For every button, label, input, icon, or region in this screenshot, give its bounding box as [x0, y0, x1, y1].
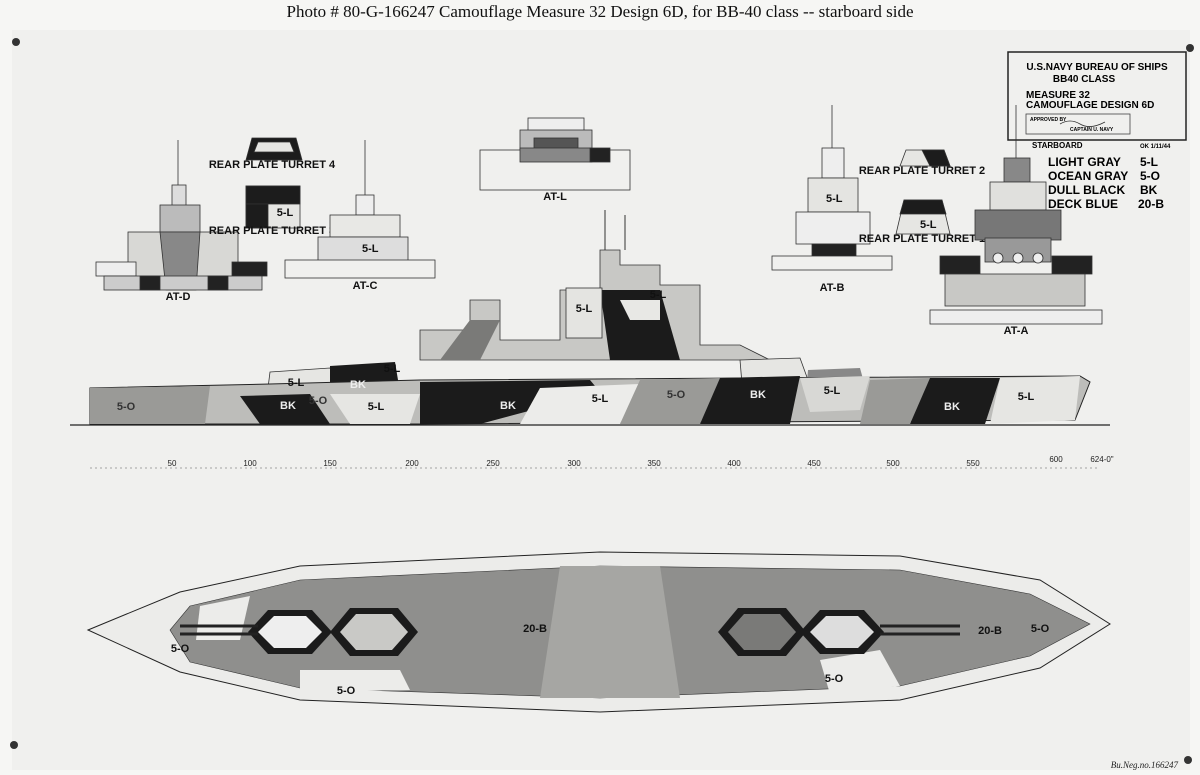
signer-label: CAPTAIN U. NAVY: [1070, 127, 1114, 133]
rear-plate-2-label: REAR PLATE TURRET 2: [859, 165, 985, 177]
plan-label-ocean-gray: 5-O: [825, 673, 844, 685]
scale-tick: 400: [727, 459, 741, 468]
date-label: OK 1/11/44: [1140, 144, 1171, 150]
view-at-a: AT-A: [929, 105, 1103, 337]
rear-plate-1-label: REAR PLATE TURRET 1: [859, 233, 985, 245]
ship-profile: BK BK BK BK BK 5-L 5-L 5-L 5-L 5-L 5-L 5…: [70, 210, 1110, 469]
legend-label-ocean-gray: OCEAN GRAY: [1048, 169, 1128, 183]
pin-icon: [1184, 756, 1192, 764]
scale-tick: 550: [966, 459, 980, 468]
title-line3: MEASURE 32: [1026, 90, 1090, 101]
side-label: STARBOARD: [1032, 141, 1083, 150]
ship-plan-view: 20-B 20-B 5-O 5-O 5-O 5-O: [86, 551, 1111, 713]
rear-plate-turrets-left: REAR PLATE TURRET 4 5-L REAR PLATE TURRE…: [209, 137, 336, 237]
view-at-d: AT-D: [95, 140, 268, 303]
profile-label-ocean-gray: 5-O: [117, 401, 136, 413]
scale-tick: 350: [647, 459, 661, 468]
scale-tick: 100: [243, 459, 257, 468]
rear-plate-turrets-right: REAR PLATE TURRET 2 5-L REAR PLATE TURRE…: [859, 149, 985, 245]
profile-label-light-gray: 5-L: [368, 401, 385, 413]
view-label-at-c: AT-C: [353, 280, 378, 292]
profile-label-ocean-gray: 5-O: [309, 395, 328, 407]
profile-label-bk: BK: [350, 379, 366, 391]
rear-plate-3-label: REAR PLATE TURRET 3: [209, 225, 335, 237]
profile-label-light-gray: 5-L: [288, 377, 305, 389]
svg-text:5-L: 5-L: [362, 243, 379, 255]
legend-code-light-gray: 5-L: [1140, 155, 1158, 169]
legend-label-dull-black: DULL BLACK: [1048, 183, 1125, 197]
scale-tick: 600: [1049, 455, 1063, 464]
view-at-b: 5-L AT-B: [771, 105, 893, 294]
length-scale: 50 100 150 200 250 300 350 400 450 500 5…: [168, 455, 1114, 468]
scale-tick: 250: [486, 459, 500, 468]
title-line1: U.S.NAVY BUREAU OF SHIPS: [1026, 62, 1168, 73]
scale-tick: 300: [567, 459, 581, 468]
profile-label-light-gray: 5-L: [576, 303, 593, 315]
scale-tick: 150: [323, 459, 337, 468]
scale-tick: 50: [168, 459, 177, 468]
legend-code-dull-black: BK: [1140, 183, 1158, 197]
scale-tick: 200: [405, 459, 419, 468]
profile-label-bk: BK: [280, 400, 296, 412]
approved-label: APPROVED BY: [1030, 117, 1067, 123]
title-line2: BB40 CLASS: [1053, 74, 1116, 85]
profile-label-light-gray: 5-L: [384, 363, 401, 375]
profile-label-bk: BK: [750, 389, 766, 401]
plan-label-deck-blue: 20-B: [523, 623, 547, 635]
scale-tick: 500: [886, 459, 900, 468]
pin-icon: [1186, 44, 1194, 52]
profile-label-bk: BK: [500, 400, 516, 412]
title-block: U.S.NAVY BUREAU OF SHIPS BB40 CLASS MEAS…: [1007, 51, 1187, 150]
scale-tick: 624-0": [1090, 455, 1113, 464]
legend-code-deck-blue: 20-B: [1138, 197, 1164, 211]
svg-text:5-L: 5-L: [920, 219, 937, 231]
view-label-at-a: AT-A: [1004, 325, 1029, 337]
profile-label-light-gray: 5-L: [650, 289, 667, 301]
plan-label-deck-blue: 20-B: [978, 625, 1002, 637]
rear-plate-4-label: REAR PLATE TURRET 4: [209, 159, 336, 171]
view-at-l: AT-L: [479, 117, 631, 203]
profile-label-bk: BK: [944, 401, 960, 413]
plan-label-ocean-gray: 5-O: [1031, 623, 1050, 635]
plan-label-ocean-gray: 5-O: [337, 685, 356, 697]
legend-label-light-gray: LIGHT GRAY: [1048, 155, 1121, 169]
legend-label-deck-blue: DECK BLUE: [1048, 197, 1118, 211]
plan-label-ocean-gray: 5-O: [171, 643, 190, 655]
legend-code-ocean-gray: 5-O: [1140, 169, 1160, 183]
profile-label-ocean-gray: 5-O: [667, 389, 686, 401]
profile-label-light-gray: 5-L: [592, 393, 609, 405]
view-at-c: 5-L AT-C: [284, 140, 436, 292]
scale-tick: 450: [807, 459, 821, 468]
svg-text:5-L: 5-L: [277, 207, 294, 219]
svg-text:5-L: 5-L: [826, 193, 843, 205]
signature: [1059, 120, 1106, 127]
view-label-at-b: AT-B: [820, 282, 845, 294]
view-label-at-d: AT-D: [166, 291, 191, 303]
profile-label-light-gray: 5-L: [824, 385, 841, 397]
negative-stamp: Bu.Neg.no.166247: [1111, 760, 1179, 770]
profile-label-light-gray: 5-L: [1018, 391, 1035, 403]
pin-icon: [12, 38, 20, 46]
title-line4: CAMOUFLAGE DESIGN 6D: [1026, 100, 1154, 111]
pin-icon: [10, 741, 18, 749]
photo-caption: Photo # 80-G-166247 Camouflage Measure 3…: [286, 2, 914, 21]
color-legend: LIGHT GRAY 5-L OCEAN GRAY 5-O DULL BLACK…: [1048, 155, 1164, 211]
view-label-at-l: AT-L: [543, 191, 567, 203]
